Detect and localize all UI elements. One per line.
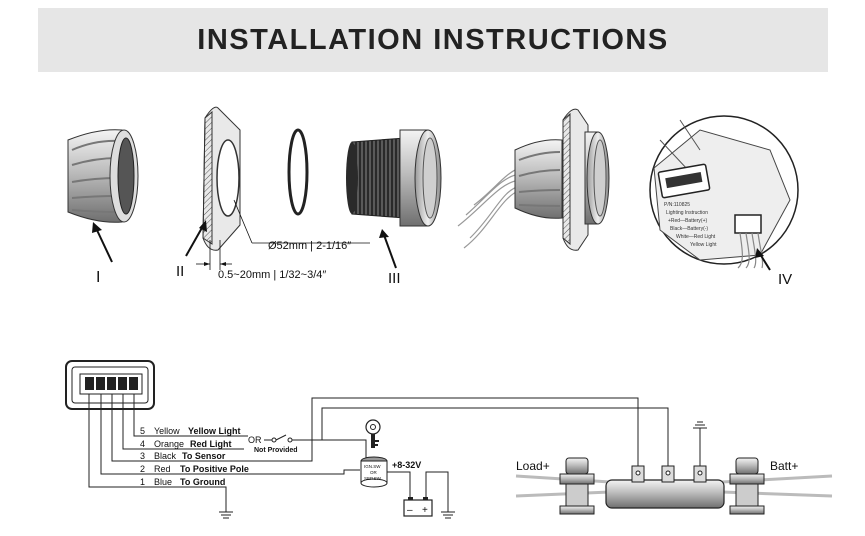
battery-icon (403, 497, 433, 517)
part3-pointer (383, 234, 397, 269)
svg-text:3: 3 (140, 451, 145, 461)
label-card-line-3: +Red—Battery(+) (668, 218, 708, 224)
light-switch (264, 407, 669, 466)
connector-detail: P/N:110825 Lighting Instruction +Red—Bat… (649, 115, 799, 269)
wire-2-num: 2 (140, 464, 145, 474)
wire-1-num: 1 (140, 477, 145, 487)
hole-diameter-label: Ø52mm | 2-1/16″ (268, 240, 351, 252)
ignition-switch (360, 456, 388, 488)
not-provided-label: Not Provided (254, 447, 298, 454)
threaded-gauge-body (346, 129, 442, 227)
panel-cross-section (202, 106, 241, 251)
part4-pointer (759, 253, 771, 271)
part2-label: II (176, 263, 184, 280)
switch-text-3: SEP.SW (364, 476, 382, 481)
part3-label: III (388, 270, 401, 287)
switch-text-2: OR (370, 470, 378, 475)
battery-plus: + (422, 505, 428, 516)
part1-label: I (96, 269, 100, 286)
wire-5-color: Yellow (154, 426, 180, 436)
batt-label: Batt+ (770, 459, 798, 473)
wire-5-num: 5 (140, 426, 145, 436)
svg-text:4: 4 (140, 439, 145, 449)
or-label: OR (248, 435, 262, 445)
switch-text-1: IGN.SW (364, 464, 381, 469)
label-card-line-1: P/N:110825 (664, 202, 690, 208)
wire-harness (88, 394, 639, 512)
shunt-assembly (515, 457, 833, 515)
load-label: Load+ (516, 459, 550, 473)
wire-3-num: 3 (140, 451, 145, 461)
part4-label: IV (778, 271, 792, 288)
wire-4-function: Red Light (190, 439, 232, 449)
voltage-label: +8-32V (392, 460, 421, 470)
assembled-gauge (457, 108, 610, 251)
label-card-line-6: Yellow Light (690, 242, 717, 248)
wire-3-function: To Sensor (182, 451, 226, 461)
wire-4-num: 4 (140, 439, 145, 449)
part1-pointer (95, 227, 113, 263)
part2-pointer (185, 225, 204, 257)
svg-text:1: 1 (140, 477, 145, 487)
wire-5-function: Yellow Light (188, 426, 241, 436)
gauge-connector (65, 360, 155, 410)
o-ring (287, 128, 309, 216)
svg-text:5: 5 (140, 426, 145, 436)
power-wiring (248, 469, 449, 512)
svg-text:2: 2 (140, 464, 145, 474)
panel-thickness-label: 0.5~20mm | 1/32~3/4″ (218, 269, 326, 281)
wire-1-color: Blue (154, 477, 172, 487)
wire-2-function: To Positive Pole (180, 464, 249, 474)
label-card-line-2: Lighting Instruction (666, 210, 708, 216)
knurled-nut (67, 129, 139, 223)
label-card-line-5: White—Red Light (676, 234, 716, 240)
wire-4-color: Orange (154, 439, 184, 449)
ignition-key-icon (365, 419, 381, 448)
battery-minus: – (407, 505, 413, 516)
label-card-line-4: Black—Battery(-) (670, 226, 708, 232)
wire-3-color: Black (154, 451, 177, 461)
wire-1-function: To Ground (180, 477, 225, 487)
wire-2-color: Red (154, 464, 171, 474)
page-title: INSTALLATION INSTRUCTIONS (197, 24, 669, 56)
header-banner: INSTALLATION INSTRUCTIONS (38, 8, 828, 72)
ground-symbols (219, 421, 707, 519)
